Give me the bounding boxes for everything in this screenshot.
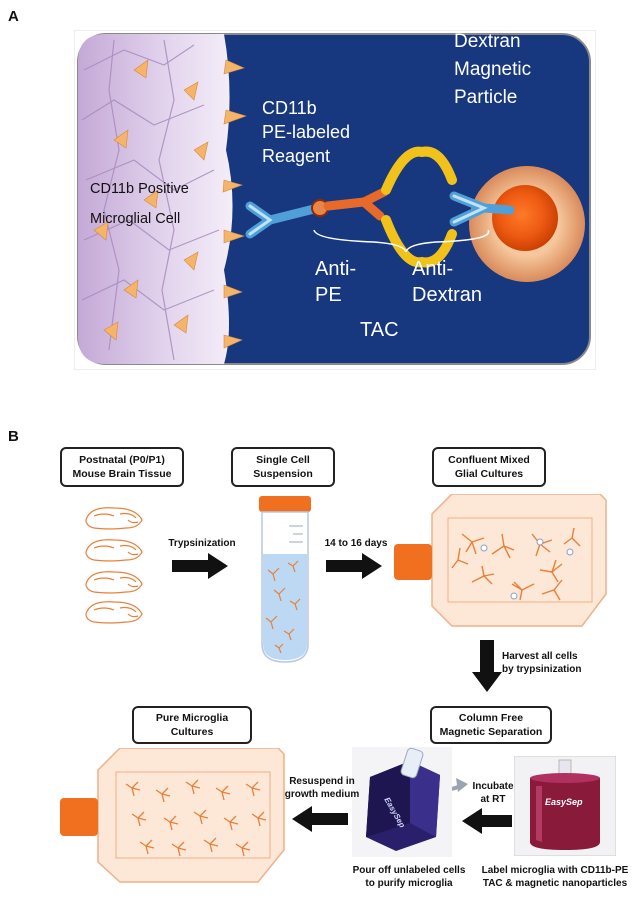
anti-dextran-label: Anti- Dextran bbox=[412, 258, 483, 306]
particle-label: Dextran Magnetic Particle bbox=[454, 31, 532, 108]
anti-dextran-antibody bbox=[449, 191, 515, 227]
flask-cap bbox=[60, 798, 98, 836]
arrow-right-icon bbox=[172, 553, 228, 579]
harvest-label: Harvest all cells by trypsinization bbox=[502, 651, 582, 675]
label-microglia-caption: Label microglia with CD11b-PE TAC & magn… bbox=[481, 865, 629, 889]
brain-outline-icon bbox=[85, 507, 143, 624]
magnetic-particle-core bbox=[492, 185, 558, 251]
days-label: 14 to 16 days bbox=[324, 538, 388, 549]
tac-linker bbox=[381, 146, 457, 268]
step-pure-microglia: Pure Microglia Cultures bbox=[132, 706, 252, 744]
panel-b-letter: B bbox=[8, 428, 19, 445]
step-magnetic-separation: Column Free Magnetic Separation bbox=[430, 706, 552, 744]
microglia-cluster-icon bbox=[125, 779, 267, 857]
cell-label: CD11b Positive Microglial Cell bbox=[90, 181, 189, 227]
cd11b-antibody bbox=[245, 201, 323, 239]
culture-flask-pure bbox=[60, 748, 285, 883]
step-single-cell-suspension: Single Cell Suspension bbox=[231, 447, 335, 487]
arrow-left-icon bbox=[292, 806, 348, 832]
cell-icon bbox=[265, 560, 301, 654]
pour-off-caption: Pour off unlabeled cells to purify micro… bbox=[352, 865, 466, 889]
tac-bracket bbox=[313, 229, 490, 253]
easysep-magnet-illustration bbox=[352, 747, 452, 857]
panel-a-letter: A bbox=[8, 8, 19, 25]
arrow-right-icon bbox=[326, 553, 382, 579]
easysep-tube-label: EasySep bbox=[545, 797, 583, 807]
culture-flask-mixed bbox=[394, 494, 607, 627]
step-brain-tissue: Postnatal (P0/P1) Mouse Brain Tissue bbox=[60, 447, 184, 487]
microglia-network-icon bbox=[451, 527, 581, 601]
arrow-left-icon bbox=[462, 808, 512, 834]
tac-label: TAC bbox=[360, 319, 399, 341]
tube-cap bbox=[259, 496, 311, 512]
incubate-label: Incubate at RT bbox=[472, 781, 514, 805]
step-mixed-glial-cultures: Confluent Mixed Glial Cultures bbox=[432, 447, 546, 487]
panel-a-illustration bbox=[74, 30, 596, 370]
arrow-down-icon bbox=[472, 640, 502, 692]
centrifuge-tube-illustration bbox=[259, 496, 311, 663]
resuspend-label: Resuspend in growth medium bbox=[284, 776, 360, 800]
anti-pe-antibody bbox=[323, 187, 389, 221]
mouse-brains-illustration bbox=[85, 507, 143, 624]
anti-pe-label: Anti- PE bbox=[315, 258, 357, 306]
trypsinization-label: Trypsinization bbox=[168, 538, 236, 549]
flask-cap bbox=[394, 544, 432, 580]
easysep-tube-illustration bbox=[514, 756, 616, 856]
reagent-label: CD11b PE-labeled Reagent bbox=[262, 98, 351, 166]
